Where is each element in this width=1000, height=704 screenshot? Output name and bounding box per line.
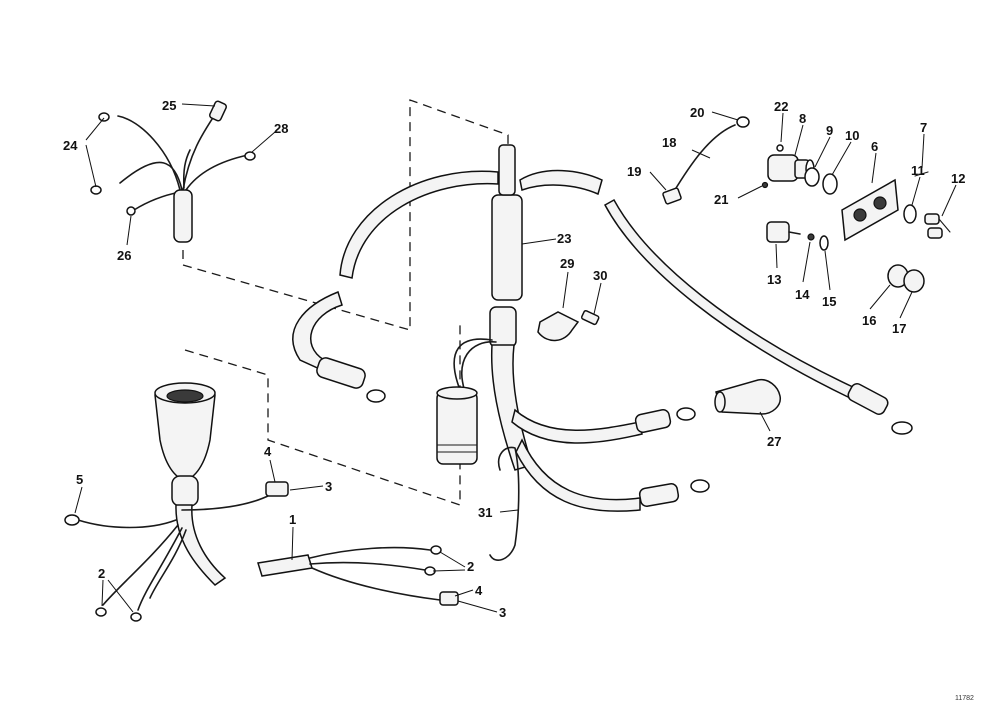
ring-terminal — [126, 206, 136, 216]
callout-31: 31 — [478, 505, 492, 520]
spring-clip — [489, 446, 520, 561]
callout-10: 10 — [845, 128, 859, 143]
condenser-top — [436, 386, 478, 400]
callout-11: 11 — [911, 163, 925, 178]
wire-connector — [662, 187, 682, 205]
callout-14: 14 — [795, 287, 810, 302]
screw-7 — [914, 171, 929, 177]
instrument-panel-6 — [841, 178, 899, 242]
terminal-boot — [714, 378, 781, 415]
ring-terminal — [130, 612, 142, 622]
callout-leaders — [74, 103, 957, 613]
nut-14 — [807, 233, 815, 241]
callout-15: 15 — [822, 294, 836, 309]
callout-1: 1 — [289, 512, 296, 527]
ring-terminal — [98, 112, 110, 122]
callout-13: 13 — [767, 272, 781, 287]
upper-harness-branch — [90, 100, 256, 243]
ring-terminal — [430, 545, 442, 555]
ring-terminal — [95, 607, 107, 617]
cable-clamp-assembly — [537, 309, 600, 342]
callout-23: 23 — [557, 231, 571, 246]
wire-connector — [265, 481, 289, 497]
callout-22: 22 — [774, 99, 788, 114]
callout-26: 26 — [117, 248, 131, 263]
callout-labels: 24 25 28 26 23 29 30 27 31 5 4 3 2 1 2 4… — [63, 98, 965, 620]
harness-sleeve — [173, 189, 193, 243]
ring-terminal — [891, 421, 913, 435]
clamp-screw — [580, 309, 600, 326]
washer-15 — [819, 235, 829, 251]
ring-terminal — [736, 116, 750, 128]
callout-18: 18 — [662, 135, 676, 150]
callout-8: 8 — [799, 111, 806, 126]
wire-connector — [439, 591, 459, 606]
callout-25: 25 — [162, 98, 176, 113]
plug-17 — [903, 269, 925, 293]
callout-19: 19 — [627, 164, 641, 179]
callout-27: 27 — [767, 434, 781, 449]
washer-10 — [822, 173, 838, 195]
ignition-key — [924, 213, 951, 239]
ring-terminal — [90, 185, 102, 195]
ring-terminal — [690, 479, 710, 493]
wire-connector — [208, 100, 228, 122]
condenser — [436, 391, 478, 465]
callout-12: 12 — [951, 171, 965, 186]
callout-24: 24 — [63, 138, 78, 153]
ring-terminal — [244, 151, 256, 161]
callout-9: 9 — [826, 123, 833, 138]
cable-boot — [638, 483, 680, 507]
screw — [761, 181, 769, 189]
ring-terminal — [64, 514, 80, 526]
toggle-switch — [766, 221, 801, 243]
nut-11 — [903, 204, 917, 224]
callout-7: 7 — [920, 120, 927, 135]
callout-16: 16 — [862, 313, 876, 328]
callout-2-right: 2 — [467, 559, 474, 574]
ring-terminal — [366, 389, 386, 403]
lower-harness — [64, 382, 289, 622]
figure-number: 11782 — [955, 695, 974, 702]
callout-29: 29 — [560, 256, 574, 271]
callout-3-lower: 3 — [499, 605, 506, 620]
center-harness — [436, 306, 710, 512]
screw — [776, 144, 784, 152]
callout-20: 20 — [690, 105, 704, 120]
lead-harness — [257, 545, 459, 606]
callout-6: 6 — [871, 139, 878, 154]
callout-4-lower: 4 — [475, 583, 483, 598]
main-cable-loop — [292, 144, 603, 403]
cable-end — [498, 144, 516, 196]
harness-sleeve — [489, 306, 517, 348]
assembly-guide-lines — [182, 99, 509, 506]
callout-17: 17 — [892, 321, 906, 336]
nut-9 — [804, 167, 820, 187]
callout-4-upper: 4 — [264, 444, 272, 459]
ring-terminal — [676, 407, 696, 421]
cable-boot — [316, 357, 366, 389]
cable-boot — [847, 383, 889, 415]
callout-21: 21 — [714, 192, 728, 207]
callout-28: 28 — [274, 121, 288, 136]
switch-panel-components — [662, 116, 951, 293]
callout-2-left: 2 — [98, 566, 105, 581]
callout-30: 30 — [593, 268, 607, 283]
callout-5: 5 — [76, 472, 83, 487]
callout-3-upper: 3 — [325, 479, 332, 494]
cable-clamp — [537, 311, 580, 342]
harness-23 — [491, 194, 523, 301]
battery-cable — [603, 198, 913, 435]
cable-boot — [634, 409, 672, 433]
